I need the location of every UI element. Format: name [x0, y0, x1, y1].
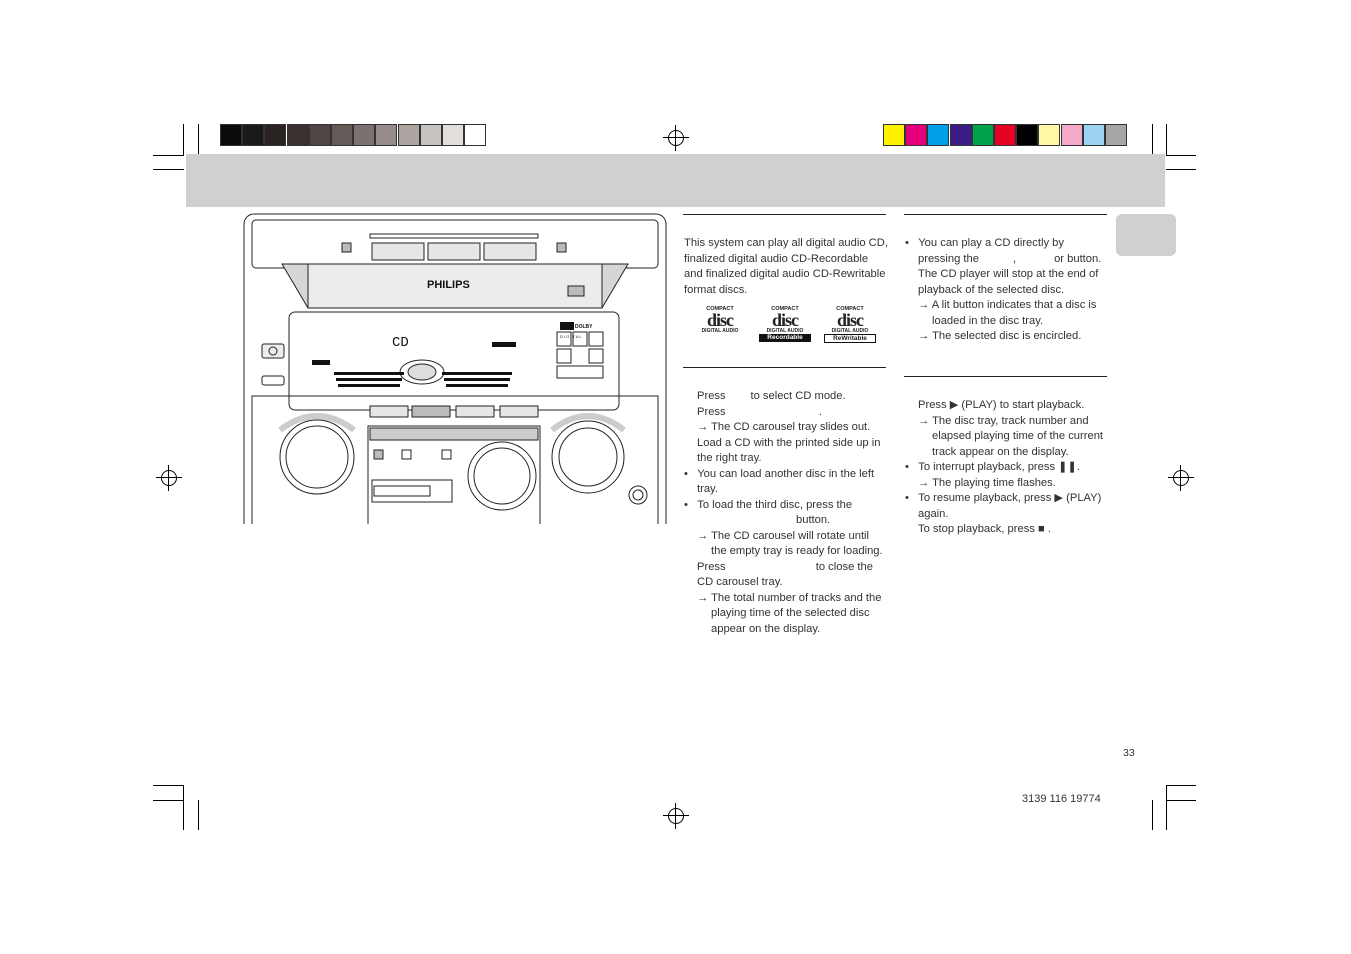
gray-swatch: [353, 124, 376, 146]
page-number: 33: [1123, 747, 1135, 759]
color-swatch: [1082, 124, 1105, 146]
step-1: Press to select CD mode.: [697, 390, 846, 402]
col1-top-rule: [683, 214, 886, 215]
gray-swatch: [331, 124, 353, 146]
gray-swatch: [242, 124, 265, 146]
color-swatch: [927, 124, 950, 146]
registration-mark-left: [156, 465, 182, 491]
intro-text: This system can play all digital audio C…: [684, 237, 888, 296]
bullet-direct-play: • You can play a CD directly by pressing…: [905, 237, 1102, 296]
dolby-label: DOLBY: [575, 324, 593, 330]
arrow-lit-button: → A lit button indicates that a disc is …: [918, 299, 1097, 327]
arrow-encircled: → The selected disc is encircled.: [918, 330, 1082, 342]
bullet-load-third-cont: button.: [796, 514, 831, 526]
color-swatch: [971, 124, 994, 146]
color-swatch: [883, 124, 905, 146]
document-code: 3139 116 19774: [1022, 793, 1101, 805]
color-swatch: [905, 124, 928, 146]
pause-bullet: • To interrupt playback, press ❚❚.: [905, 461, 1081, 473]
play-step: Press ▶ (PLAY) to start playback.: [918, 399, 1085, 411]
bullet-load-third-arrow: → The CD carousel will rotate until the …: [697, 529, 883, 558]
step-2-arrow: → The CD carousel tray slides out.: [697, 421, 871, 433]
bullet-load-left: • You can load another disc in the left …: [684, 467, 875, 496]
dolby-sub-label: D I G I T A L: [560, 334, 582, 339]
gray-swatch: [264, 124, 287, 146]
col2-disc-select: • You can play a CD directly by pressing…: [905, 236, 1105, 345]
registration-mark-top: [663, 125, 689, 151]
color-swatch: [994, 124, 1016, 146]
col2-mid-rule: [904, 376, 1107, 377]
color-swatch: [1038, 124, 1061, 146]
gray-swatch: [419, 124, 442, 146]
col1-steps: Press to select CD mode. Press . → The C…: [684, 389, 884, 637]
step-4: Press to close the CD carousel tray.: [697, 560, 877, 589]
brand-label: PHILIPS: [427, 279, 470, 291]
col1-mid-rule: [683, 367, 886, 368]
bullet-load-third: • To load the third disc, press the: [684, 498, 853, 511]
color-swatch: [1060, 124, 1083, 146]
logo-compact-disc-recordable: COMPACT disc DIGITAL AUDIO Recordable: [759, 306, 811, 342]
step-2: Press .: [697, 405, 822, 418]
language-tab: [1116, 214, 1176, 256]
play-arrow: → The disc tray, track number and elapse…: [918, 414, 1104, 458]
gray-swatch: [442, 124, 464, 146]
header-band: [186, 154, 1165, 207]
gray-swatch: [375, 124, 398, 146]
col1-intro: This system can play all digital audio C…: [684, 236, 889, 298]
resume-bullet: • To resume playback, press ▶ (PLAY) aga…: [905, 492, 1102, 520]
logo-compact-disc-rewritable: COMPACT disc DIGITAL AUDIO ReWritable: [824, 306, 876, 343]
color-swatch: [949, 124, 972, 146]
col2-playback: Press ▶ (PLAY) to start playback. → The …: [905, 398, 1110, 538]
color-swatch: [1105, 124, 1127, 146]
gray-swatch: [220, 124, 242, 146]
col2-top-rule: [904, 214, 1107, 215]
gray-swatch: [464, 124, 487, 146]
gray-swatch: [286, 124, 309, 146]
gray-swatch: [308, 124, 331, 146]
registration-mark-bottom: [663, 803, 689, 829]
pause-arrow: → The playing time flashes.: [918, 476, 1056, 489]
step-4-arrow: → The total number of tracks and the pla…: [697, 591, 882, 635]
logo-compact-disc-audio: COMPACT disc DIGITAL AUDIO: [701, 306, 739, 334]
display-chars: CD: [392, 335, 409, 351]
color-swatch: [1016, 124, 1039, 146]
stop-step: To stop playback, press ■ .: [918, 523, 1051, 535]
cd-logos: COMPACT disc DIGITAL AUDIO COMPACT disc …: [694, 306, 876, 346]
gray-swatch: [397, 124, 420, 146]
step-3: Load a CD with the printed side up in th…: [697, 436, 881, 465]
stereo-illustration: PHILIPS DOLBY D I G I T A L CD: [243, 213, 667, 524]
registration-mark-right: [1168, 465, 1194, 491]
